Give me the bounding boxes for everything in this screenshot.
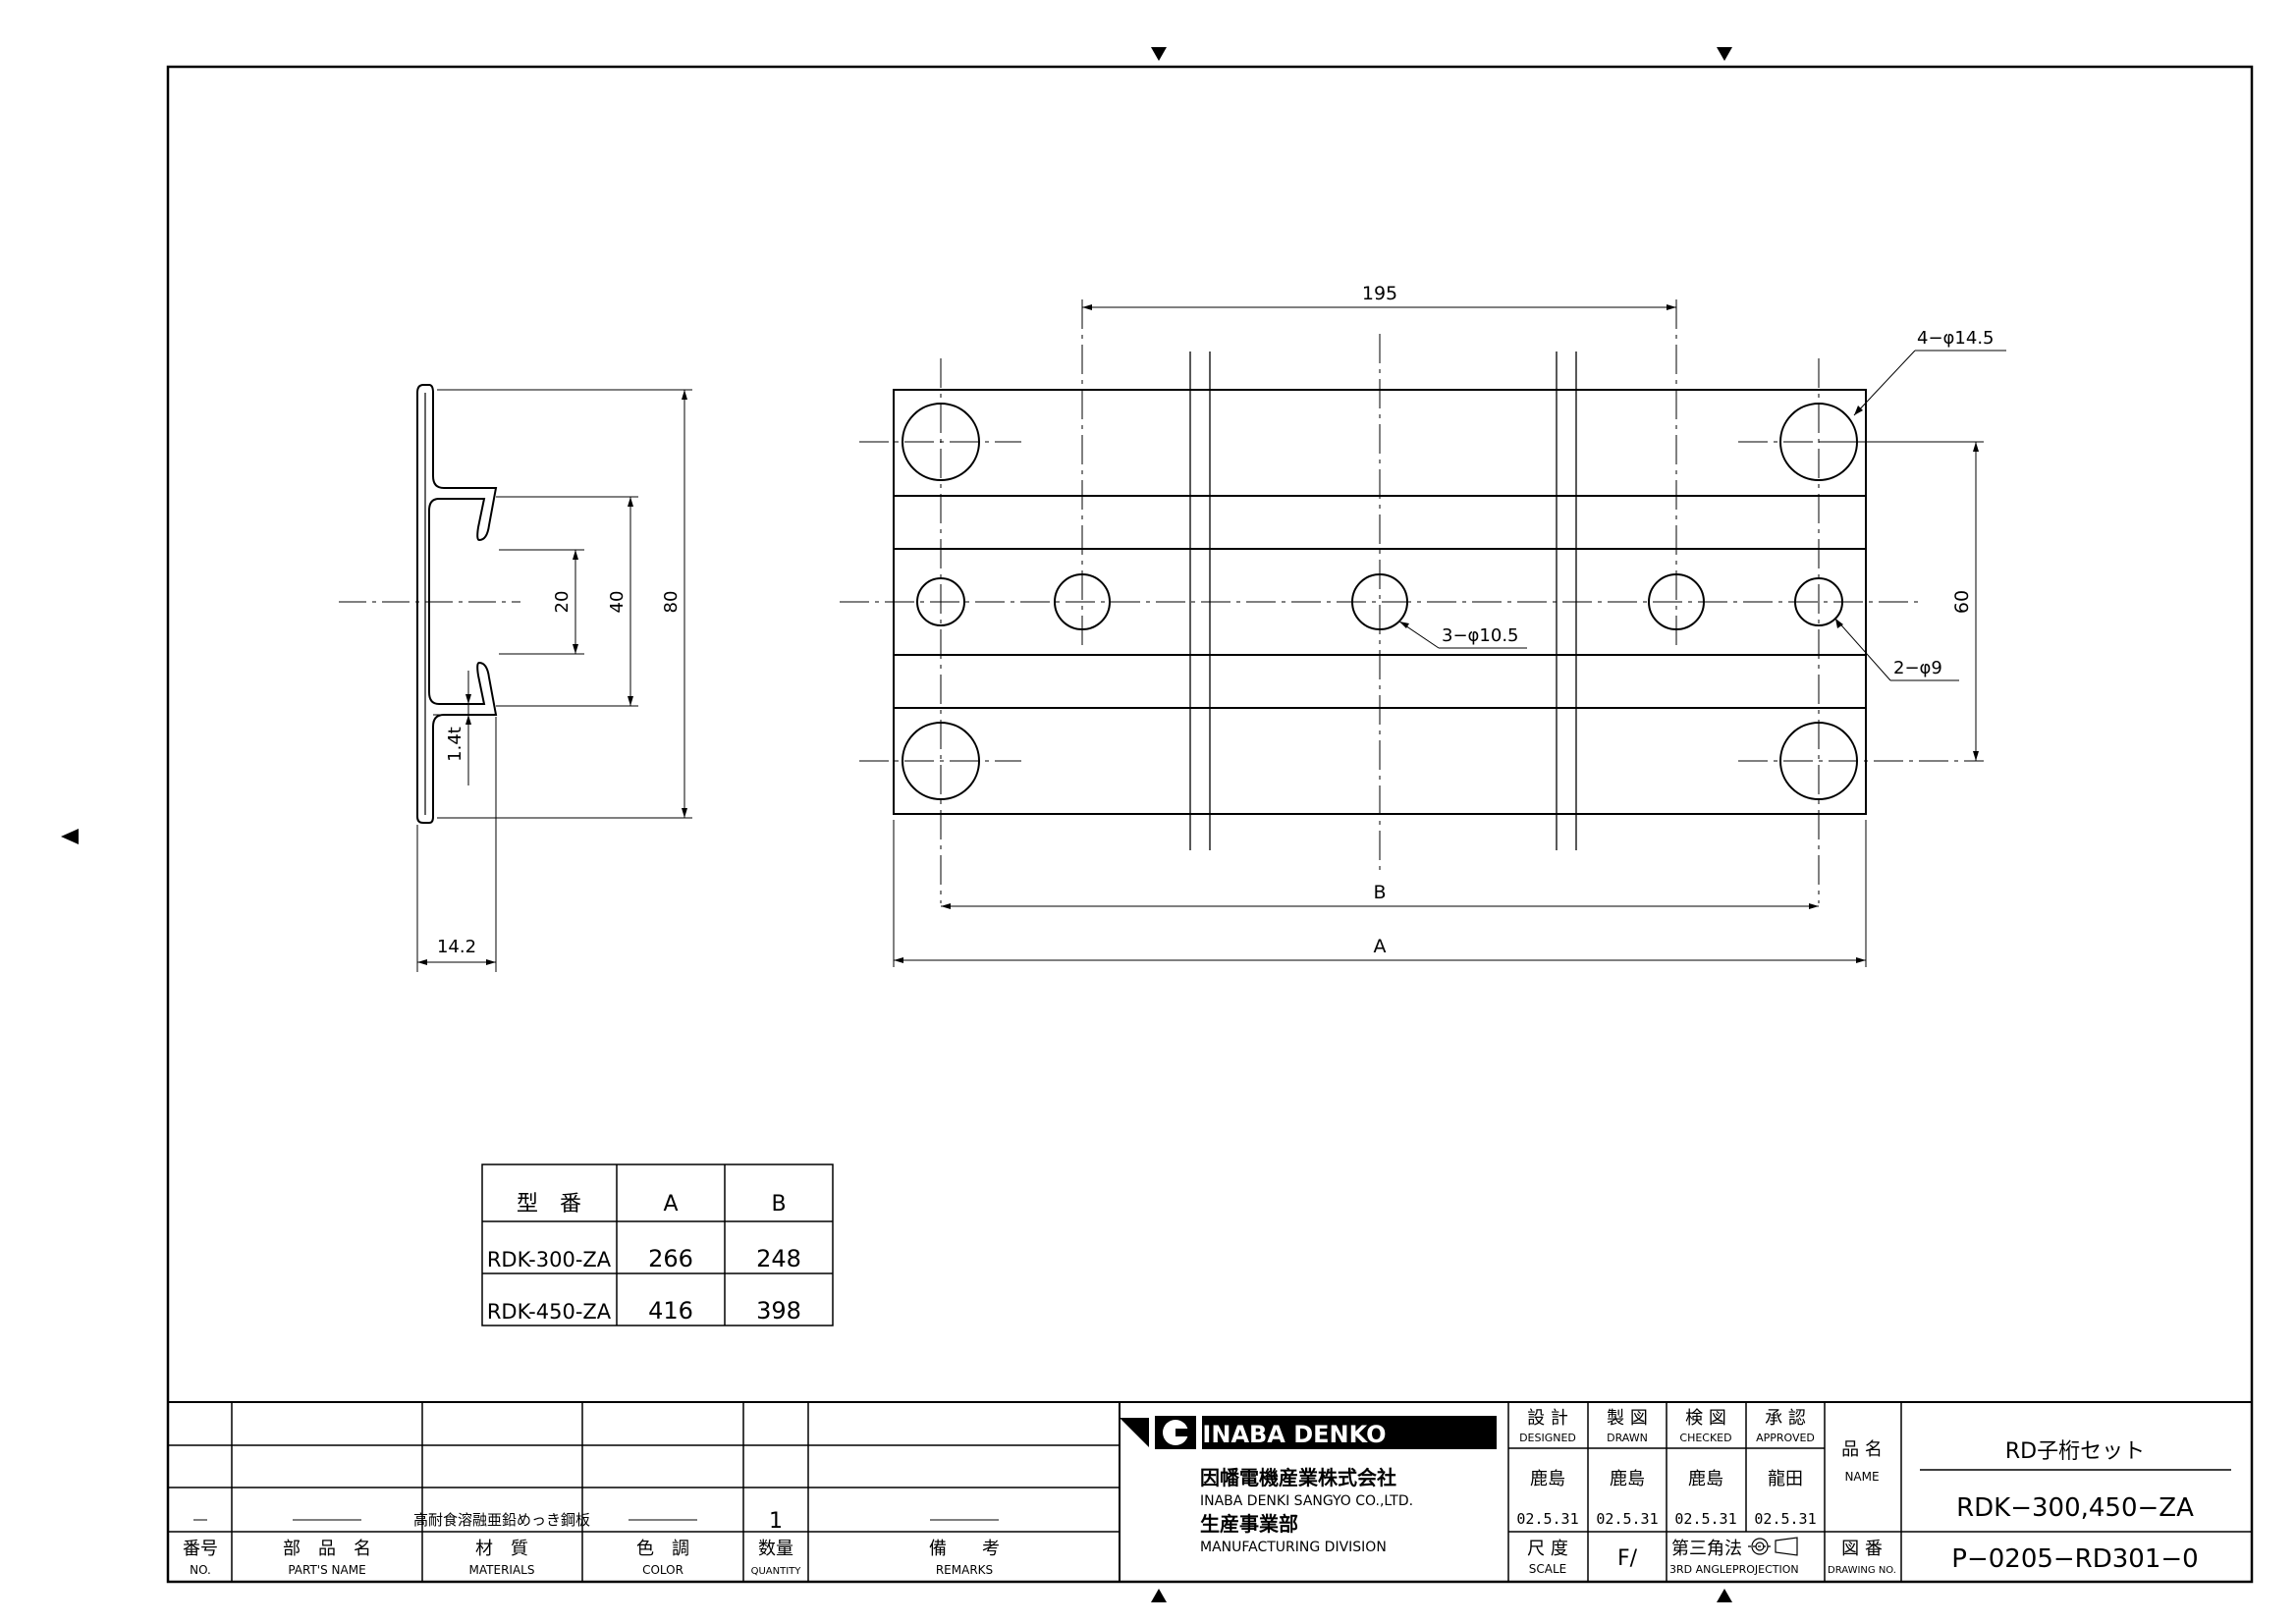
parts-row-material: 高耐食溶融亜鉛めっき鋼板 bbox=[413, 1511, 590, 1529]
size-table-cell: 248 bbox=[756, 1245, 801, 1272]
header-remarks-en: REMARKS bbox=[936, 1563, 993, 1577]
size-table-cell: 266 bbox=[648, 1245, 693, 1272]
size-table-header-a: A bbox=[663, 1192, 678, 1217]
sheet-border bbox=[166, 65, 2254, 1584]
division-jp: 生産事業部 bbox=[1200, 1512, 1298, 1536]
header-no-en: NO. bbox=[190, 1563, 211, 1577]
drawing-label-en: DRAWING NO. bbox=[1828, 1565, 1896, 1576]
side-view bbox=[339, 384, 692, 972]
dim-195-label: 195 bbox=[1362, 283, 1397, 304]
size-table-cell: 398 bbox=[756, 1297, 801, 1325]
header-qty-jp: 数量 bbox=[758, 1539, 793, 1559]
company-name-jp: 因幡電機産業株式会社 bbox=[1200, 1466, 1396, 1489]
name-label-jp: 品 名 bbox=[1841, 1439, 1883, 1460]
parts-row-no: ― bbox=[193, 1512, 207, 1528]
parts-row-quantity: 1 bbox=[769, 1509, 783, 1534]
parts-row-remarks: ――――― bbox=[930, 1512, 999, 1528]
approved-jp: 承 認 bbox=[1765, 1408, 1806, 1429]
approved-by: 龍田 bbox=[1768, 1469, 1803, 1489]
name-label-en: NAME bbox=[1844, 1470, 1879, 1484]
logo-triangle bbox=[1120, 1418, 1149, 1447]
designed-en: DESIGNED bbox=[1519, 1432, 1576, 1444]
header-qty-en: QUANTITY bbox=[751, 1566, 802, 1577]
drawing-number: P−0205−RD301−0 bbox=[1951, 1544, 2198, 1574]
dim-60-label: 60 bbox=[1951, 590, 1973, 614]
plan-dimension-lines bbox=[893, 306, 2006, 967]
company-logo: INABA DENKO bbox=[1120, 1416, 1497, 1449]
drawn-jp: 製 図 bbox=[1607, 1408, 1648, 1429]
title-block-grid bbox=[168, 1401, 2252, 1582]
scale-value: F/ bbox=[1617, 1546, 1638, 1571]
size-table-cell: 416 bbox=[648, 1297, 693, 1325]
approved-en: APPROVED bbox=[1756, 1432, 1815, 1444]
dim-1-4t-label: 1.4t bbox=[445, 727, 465, 762]
checked-en: CHECKED bbox=[1679, 1432, 1731, 1444]
product-model: RDK−300,450−ZA bbox=[1956, 1493, 2194, 1523]
drawing-label-jp: 図 番 bbox=[1841, 1539, 1883, 1559]
size-table-cell: RDK-450-ZA bbox=[487, 1300, 612, 1324]
plan-arrows bbox=[894, 304, 1979, 963]
designed-date: 02.5.31 bbox=[1516, 1510, 1578, 1528]
projection-symbol-icon bbox=[1748, 1537, 1798, 1556]
header-color-en: COLOR bbox=[642, 1563, 683, 1577]
left-mark bbox=[61, 829, 79, 844]
division-en: MANUFACTURING DIVISION bbox=[1200, 1540, 1387, 1555]
parts-row-color: ――――― bbox=[629, 1512, 697, 1528]
designed-by: 鹿島 bbox=[1530, 1469, 1565, 1489]
dim-80-label: 80 bbox=[661, 591, 682, 614]
bottom-mark-1 bbox=[1151, 1589, 1167, 1602]
header-part-jp: 部 品 名 bbox=[283, 1539, 371, 1559]
top-mark-1 bbox=[1151, 47, 1167, 61]
drawn-date: 02.5.31 bbox=[1596, 1510, 1658, 1528]
header-no-jp: 番号 bbox=[183, 1539, 218, 1559]
scale-en: SCALE bbox=[1529, 1562, 1566, 1576]
dim-14-2-label: 14.2 bbox=[437, 937, 476, 957]
dim-20-label: 20 bbox=[552, 591, 573, 614]
checked-by: 鹿島 bbox=[1688, 1469, 1723, 1489]
holes-4-label: 4−φ14.5 bbox=[1917, 328, 1995, 349]
header-color-jp: 色 調 bbox=[636, 1539, 689, 1559]
company-name-en: INABA DENKI SANGYO CO.,LTD. bbox=[1200, 1493, 1413, 1509]
scale-jp: 尺 度 bbox=[1527, 1539, 1568, 1559]
centering-marks bbox=[61, 47, 1732, 1602]
holes-3-label: 3−φ10.5 bbox=[1442, 625, 1519, 646]
top-mark-2 bbox=[1717, 47, 1732, 61]
drawn-by: 鹿島 bbox=[1610, 1469, 1645, 1489]
checked-jp: 検 図 bbox=[1685, 1408, 1726, 1429]
dim-b-label: B bbox=[1373, 882, 1386, 903]
dim-40-label: 40 bbox=[607, 591, 628, 614]
drawn-en: DRAWN bbox=[1607, 1432, 1648, 1444]
size-table-header-model: 型 番 bbox=[517, 1192, 581, 1217]
parts-row-part-name: ――――― bbox=[293, 1512, 361, 1528]
product-name: RD子桁セット bbox=[2005, 1439, 2145, 1464]
header-remarks-jp: 備 考 bbox=[929, 1539, 1000, 1559]
logo-text: INABA DENKO bbox=[1202, 1421, 1386, 1448]
side-view-arrows bbox=[417, 390, 687, 965]
approved-date: 02.5.31 bbox=[1754, 1510, 1816, 1528]
header-material-jp: 材 質 bbox=[475, 1539, 528, 1559]
channel-profile bbox=[416, 384, 498, 824]
projection-jp: 第三角法 bbox=[1671, 1539, 1742, 1559]
projection-en: 3RD ANGLEPROJECTION bbox=[1669, 1563, 1799, 1576]
header-material-en: MATERIALS bbox=[469, 1563, 535, 1577]
bottom-mark-2 bbox=[1717, 1589, 1732, 1602]
size-table-cell: RDK-300-ZA bbox=[487, 1248, 612, 1271]
checked-date: 02.5.31 bbox=[1674, 1510, 1736, 1528]
logo-bar bbox=[1202, 1416, 1497, 1449]
size-table-header-b: B bbox=[771, 1192, 786, 1217]
holes-2-label: 2−φ9 bbox=[1893, 658, 1942, 678]
designed-jp: 設 計 bbox=[1527, 1408, 1568, 1429]
dim-a-label: A bbox=[1374, 936, 1387, 957]
size-table bbox=[481, 1163, 834, 1326]
header-part-en: PART'S NAME bbox=[288, 1563, 365, 1577]
